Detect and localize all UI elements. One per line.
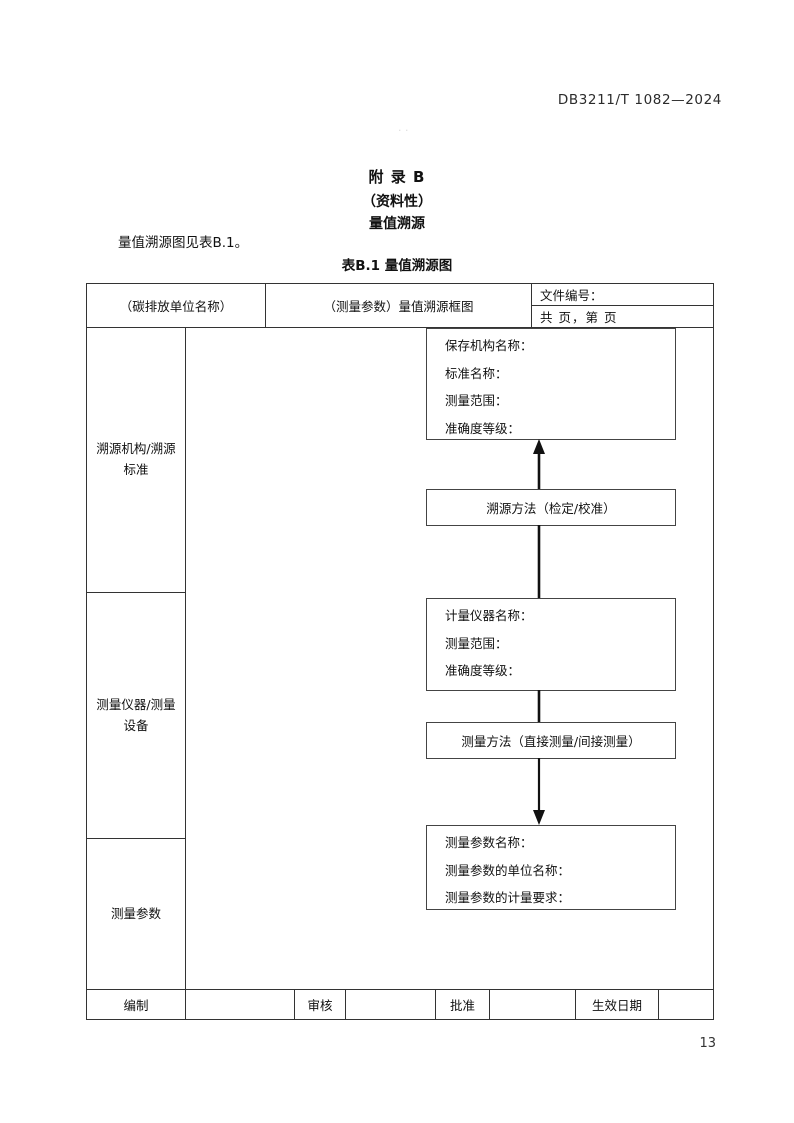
box-line: 保存机构名称： <box>445 338 533 353</box>
signature-label-effective-date: 生效日期 <box>576 990 659 1019</box>
row-label-measuring-instrument: 测量仪器/测量设备 <box>87 593 185 839</box>
row-label-column: 溯源机构/溯源标准 测量仪器/测量设备 测量参数 <box>87 328 186 989</box>
row-label-text: 溯源机构/溯源标准 <box>96 441 176 477</box>
diagram-title-cell: （测量参数）量值溯源框图 <box>266 284 532 327</box>
box-line: 测量范围： <box>445 635 508 651</box>
table-caption: 表B.1 量值溯源图 <box>341 258 453 274</box>
signature-row: 编制 审核 批准 生效日期 <box>87 989 713 1019</box>
signature-label-approved: 批准 <box>436 990 490 1019</box>
signature-value-approved[interactable] <box>490 990 576 1019</box>
signature-value-effective-date[interactable] <box>659 990 713 1019</box>
box-line: 准确度等级： <box>445 663 521 678</box>
box-line: 测量参数的单位名称： <box>445 862 571 878</box>
unit-name-cell: （碳排放单位名称） <box>87 284 266 327</box>
row-label-measurement-parameter: 测量参数 <box>87 839 185 989</box>
connector-instrument-to-method <box>537 690 541 723</box>
scan-artifact: · · <box>398 124 409 137</box>
signature-value-prepared[interactable] <box>186 990 295 1019</box>
measurement-method-box[interactable]: 测量方法（直接测量/间接测量） <box>426 722 676 759</box>
box-line: 准确度等级： <box>445 420 521 436</box>
arrow-down-to-parameter <box>533 758 545 825</box>
box-line: 计量仪器名称： <box>445 608 533 623</box>
page-count-field[interactable]: 共 页，第 页 <box>540 309 618 325</box>
box-line: 测量方法（直接测量/间接测量） <box>461 734 641 749</box>
signature-value-reviewed[interactable] <box>346 990 436 1019</box>
flow-diagram: 保存机构名称： 标准名称： 测量范围： 准确度等级： 溯源方法（检定/校准） 计… <box>186 328 713 989</box>
box-line: 标准名称： <box>445 365 508 381</box>
form-header-row: （碳排放单位名称） （测量参数）量值溯源框图 文件编号： 共 页，第 页 <box>87 284 713 328</box>
box-line: 溯源方法（检定/校准） <box>486 501 616 516</box>
traceability-form: （碳排放单位名称） （测量参数）量值溯源框图 文件编号： 共 页，第 页 溯源机… <box>86 283 714 1020</box>
annex-subtitle: （资料性） <box>362 194 432 210</box>
row-label-text: 测量参数 <box>110 905 161 921</box>
measurement-parameter-box[interactable]: 测量参数名称： 测量参数的单位名称： 测量参数的计量要求： <box>426 825 676 910</box>
box-line: 测量参数名称： <box>445 835 533 850</box>
annex-name: 量值溯源 <box>369 216 425 232</box>
traceability-institution-box[interactable]: 保存机构名称： 标准名称： 测量范围： 准确度等级： <box>426 328 676 440</box>
document-info-cell: 文件编号： 共 页，第 页 <box>532 284 713 327</box>
page-number: 13 <box>699 1036 716 1051</box>
form-body: 溯源机构/溯源标准 测量仪器/测量设备 测量参数 保存机构名称： 标准名称： 测… <box>87 328 713 989</box>
document-number-field[interactable]: 文件编号： <box>532 284 713 306</box>
arrow-up-to-institution <box>533 439 545 492</box>
measuring-instrument-box[interactable]: 计量仪器名称： 测量范围： 准确度等级： <box>426 598 676 691</box>
annex-title: 附 录 B <box>368 168 426 186</box>
lead-paragraph: 量值溯源图见表B.1。 <box>118 235 249 251</box>
box-line: 测量范围： <box>445 393 508 408</box>
signature-label-reviewed: 审核 <box>295 990 346 1019</box>
connector-method-to-instrument <box>537 525 541 599</box>
box-line: 测量参数的计量要求： <box>445 890 571 905</box>
traceability-method-box[interactable]: 溯源方法（检定/校准） <box>426 489 676 526</box>
row-label-text: 测量仪器/测量设备 <box>96 696 176 733</box>
row-label-traceability-standard: 溯源机构/溯源标准 <box>87 328 185 593</box>
standard-code-header: DB3211/T 1082—2024 <box>557 92 722 108</box>
signature-label-prepared: 编制 <box>87 990 186 1019</box>
